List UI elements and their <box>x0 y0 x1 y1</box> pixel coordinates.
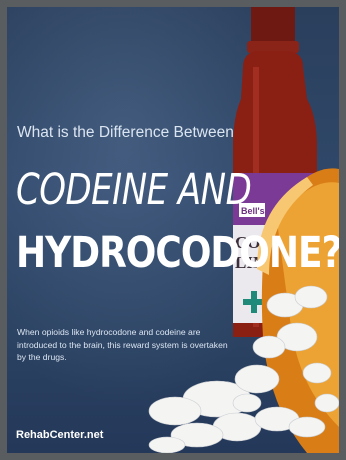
medicine-illustration: Bell's CODEI LINCT <box>148 7 339 453</box>
headline-title-line2: HYDROCODONE? <box>16 229 339 278</box>
pills-pile <box>148 285 339 453</box>
headline-title-line1: CODEINE AND <box>16 165 252 215</box>
headline-kicker: What is the Difference Between <box>17 124 234 141</box>
brand-logo-text: RehabCenter.net <box>16 429 104 441</box>
infographic-banner: Bell's CODEI LINCT <box>7 7 339 453</box>
body-text: When opioids like hydrocodone and codein… <box>17 327 228 362</box>
label-brand: Bell's <box>241 206 265 216</box>
